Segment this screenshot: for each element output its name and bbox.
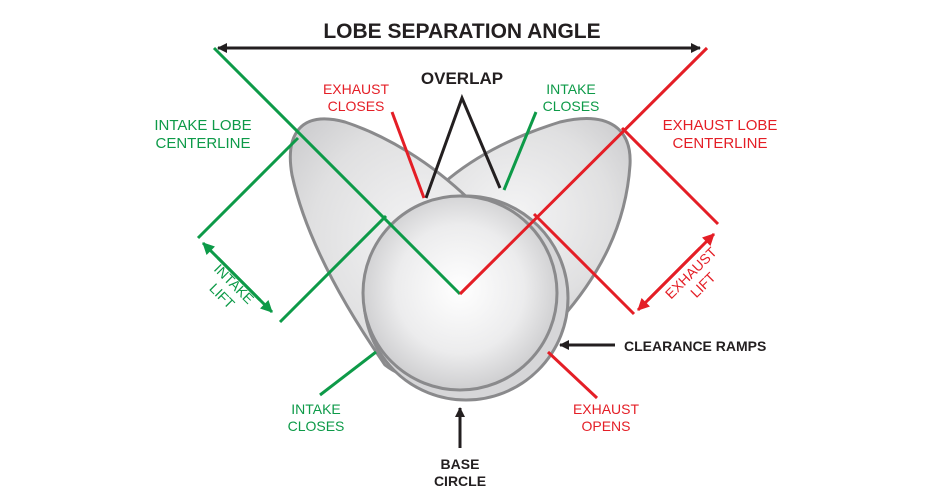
exhaust-lobe-centerline-label-line2: CENTERLINE: [672, 135, 767, 152]
exhaust-opens-label-line2: OPENS: [581, 418, 630, 434]
exhaust-lift-label: EXHAUST LIFT: [662, 243, 720, 301]
intake-lobe-centerline-label-line2: CENTERLINE: [155, 135, 250, 152]
intake-closes-bottom-label-line2: CLOSES: [288, 418, 345, 434]
intake-lift-reference-lines: [196, 136, 300, 240]
overlap-label: OVERLAP: [421, 69, 503, 88]
intake-closes-top-label-line2: CLOSES: [543, 98, 600, 114]
exhaust-lift-base-line: [532, 212, 636, 316]
exhaust-lobe-centerline: [458, 46, 709, 296]
exhaust-opens-pointer: [546, 350, 599, 400]
exhaust-closes-pointer: [390, 111, 426, 199]
exhaust-lift-reference-line: [620, 126, 720, 226]
exhaust-closes-label-line1: EXHAUST: [323, 81, 390, 97]
exhaust-lift-arrow-tail: [636, 246, 702, 312]
intake-lift-base-line: [278, 214, 388, 324]
exhaust-opens-label-line1: EXHAUST: [573, 401, 640, 417]
exhaust-lobe-centerline-label-line1: EXHAUST LOBE: [663, 117, 778, 134]
lobe-separation-angle-label: LOBE SEPARATION ANGLE: [323, 20, 600, 43]
intake-lift-arrow-tail: [201, 241, 262, 302]
intake-lobe-centerline-label-line1: INTAKE LOBE: [154, 117, 251, 134]
intake-lobe-centerline: [212, 46, 462, 296]
intake-closes-top-label-line1: INTAKE: [546, 81, 596, 97]
base-circle-label-line1: BASE: [441, 456, 480, 472]
intake-lift-label: INTAKE LIFT: [206, 261, 257, 312]
base-circle-label-line2: CIRCLE: [434, 473, 486, 489]
intake-closes-bottom-label-line1: INTAKE: [291, 401, 341, 417]
intake-closes-top-pointer: [502, 111, 538, 191]
overlap-indicator: [424, 93, 502, 199]
clearance-ramps-label: CLEARANCE RAMPS: [624, 338, 766, 354]
exhaust-closes-label-line2: CLOSES: [328, 98, 385, 114]
intake-closes-bottom-pointer: [319, 350, 377, 397]
